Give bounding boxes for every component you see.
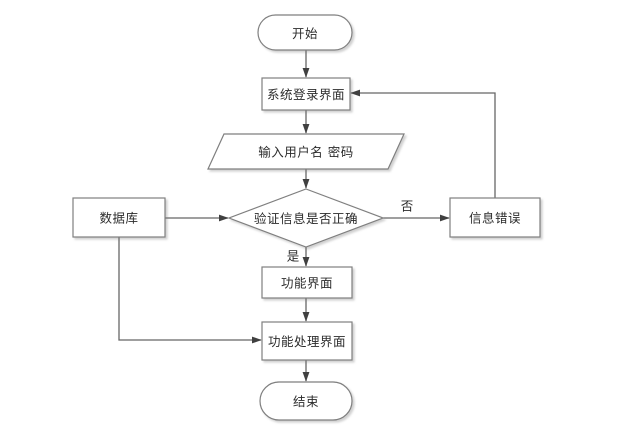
- node-end-terminator: [259, 381, 353, 421]
- node-start-terminator: [257, 14, 353, 51]
- node-database-process: [72, 197, 166, 238]
- node-function-process-label: 功能处理界面: [268, 334, 346, 349]
- edge-label-yes: 是: [287, 249, 300, 264]
- node-end-label: 结束: [293, 394, 319, 409]
- node-function-ui-label: 功能界面: [281, 276, 333, 291]
- node-function-process-process: [261, 321, 353, 361]
- node-verify-label: 验证信息是否正确: [254, 211, 358, 226]
- node-start-label: 开始: [292, 26, 318, 41]
- node-function-ui-process: [261, 266, 353, 299]
- node-verify-decision: [227, 188, 385, 248]
- edge-database-to-function-process: [118, 237, 262, 344]
- edge-label-no: 否: [401, 199, 414, 214]
- node-error-label: 信息错误: [469, 211, 521, 226]
- edge-error-to-login: [350, 89, 496, 198]
- node-error-process: [449, 197, 541, 238]
- node-input-label: 输入用户名 密码: [258, 145, 353, 160]
- node-input-parallelogram: [207, 133, 405, 170]
- node-database-label: 数据库: [99, 211, 138, 226]
- node-login-label: 系统登录界面: [267, 87, 345, 102]
- node-login-process: [261, 77, 351, 111]
